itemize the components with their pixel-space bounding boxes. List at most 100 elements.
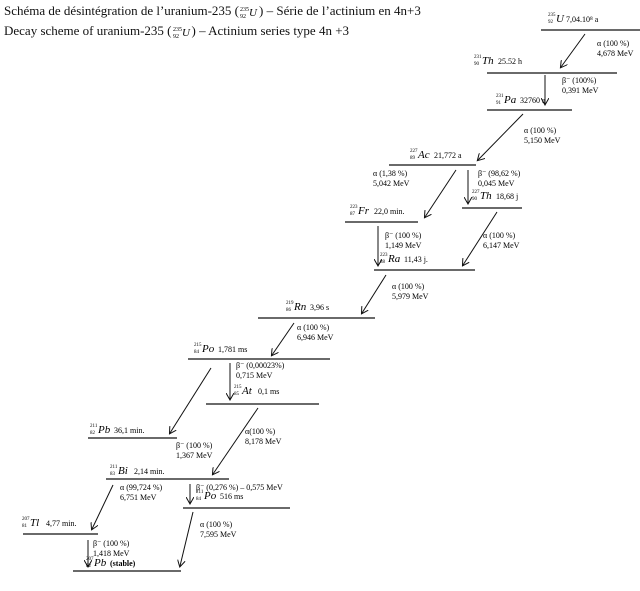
- atomic-number: 85: [234, 392, 240, 397]
- decay-energy: 1,418 MeV: [93, 549, 130, 558]
- svg-text:U: U: [182, 27, 191, 39]
- decay-arrow-d13: [92, 484, 114, 529]
- decay-label-d3: α (100 %)5,150 MeV: [524, 126, 561, 145]
- element-symbol: Pb: [93, 557, 107, 569]
- decay-label-d6: β⁻ (100 %)1,149 MeV: [385, 231, 422, 250]
- decay-label-d1: α (100 %)4,678 MeV: [597, 39, 634, 58]
- decay-label-d2: β⁻ (100%)0,391 MeV: [562, 76, 599, 95]
- title-english-suffix: ) – Actinium series type 4n +3: [191, 23, 350, 38]
- decay-arrow-d9: [272, 322, 295, 355]
- half-life: 21,772 a: [434, 151, 462, 160]
- decay-mode: α (99,724 %): [120, 483, 163, 492]
- decay-arrow-d1: [561, 33, 586, 67]
- atomic-number: 90: [474, 62, 480, 67]
- mass-number: 215: [194, 343, 202, 348]
- half-life: 11,43 j.: [404, 255, 428, 264]
- decay-energy: 0,391 MeV: [562, 86, 599, 95]
- mass-number: 223: [350, 205, 358, 210]
- atomic-number: 89: [410, 156, 416, 161]
- decay-mode: α (100 %): [597, 39, 630, 48]
- mass-number: 223: [380, 253, 388, 258]
- title-french-prefix: Schéma de désintégration de l’uranium-23…: [4, 3, 240, 18]
- decay-energy: 6,751 MeV: [120, 493, 157, 502]
- decay-label-d14: β⁻ (0,276 %) – 0,575 MeV: [196, 483, 283, 492]
- decay-arrow-d15: [180, 511, 194, 566]
- half-life: 36,1 min.: [114, 426, 144, 435]
- decay-mode: β⁻ (0,276 %) – 0,575 MeV: [196, 483, 283, 492]
- svg-text:235: 235: [173, 27, 182, 33]
- atomic-number: 84: [194, 350, 200, 355]
- half-life: 516 ms: [220, 492, 243, 501]
- decay-mode: β⁻ (98,62 %): [478, 169, 521, 178]
- mass-number: 211: [90, 424, 98, 429]
- element-symbol: U: [556, 13, 565, 25]
- atomic-number: 81: [22, 524, 28, 529]
- atomic-number: 88: [380, 260, 386, 265]
- svg-text:92: 92: [240, 14, 246, 19]
- decay-label-d8: α (100 %)5,979 MeV: [392, 282, 429, 301]
- decay-mode: β⁻ (0,00023%): [236, 361, 285, 370]
- mass-number: 227: [472, 190, 480, 195]
- decay-energy: 0,045 MeV: [478, 179, 515, 188]
- half-life: (stable): [110, 559, 136, 568]
- decay-energy: 5,150 MeV: [524, 136, 561, 145]
- decay-label-d16: β⁻ (100 %)1,418 MeV: [93, 539, 130, 558]
- mass-number: 211: [196, 490, 204, 495]
- decay-energy: 5,979 MeV: [392, 292, 429, 301]
- decay-mode: β⁻ (100 %): [93, 539, 130, 548]
- decay-arrow-d12: [213, 407, 259, 474]
- decay-label-d9: α (100 %)6,946 MeV: [297, 323, 334, 342]
- decay-energy: 7,595 MeV: [200, 530, 237, 539]
- half-life: 4,77 min.: [46, 519, 76, 528]
- decay-label-d12: α(100 %)8,178 MeV: [245, 427, 282, 446]
- element-symbol: Ra: [387, 253, 401, 265]
- half-life: 2,14 min.: [134, 467, 164, 476]
- decay-mode: α(100 %): [245, 427, 276, 436]
- atomic-number: 86: [286, 308, 292, 313]
- mass-number: 235: [548, 13, 556, 18]
- element-symbol: Rn: [293, 301, 307, 313]
- atomic-number: 84: [196, 497, 202, 502]
- svg-text:U: U: [249, 7, 258, 19]
- atomic-number: 83: [110, 472, 116, 477]
- mass-number: 215: [234, 385, 242, 390]
- atomic-number: 82: [90, 431, 96, 436]
- element-symbol: Tl: [30, 517, 39, 529]
- decay-label-d4: α (1,38 %)5,042 MeV: [373, 169, 410, 188]
- decay-mode: α (100 %): [392, 282, 425, 291]
- element-symbol: Fr: [357, 205, 370, 217]
- decay-mode: α (100 %): [524, 126, 557, 135]
- atomic-number: 90: [472, 197, 478, 202]
- atomic-number: 91: [496, 101, 502, 106]
- element-symbol: Po: [203, 490, 217, 502]
- mass-number: 231: [496, 94, 504, 99]
- decay-energy: 0,715 MeV: [236, 371, 273, 380]
- decay-label-d5: β⁻ (98,62 %)0,045 MeV: [478, 169, 521, 188]
- element-symbol: Pb: [97, 424, 111, 436]
- decay-label-d10: β⁻ (0,00023%)0,715 MeV: [236, 361, 285, 380]
- element-symbol: At: [241, 385, 253, 397]
- half-life: 0,1 ms: [258, 387, 279, 396]
- half-life: 25.52 h: [498, 57, 522, 66]
- mass-number: 219: [286, 301, 294, 306]
- decay-energy: 6,147 MeV: [483, 241, 520, 250]
- decay-arrow-d7: [463, 211, 498, 265]
- decay-energy: 1,149 MeV: [385, 241, 422, 250]
- element-symbol: Th: [480, 190, 492, 202]
- atomic-number: 87: [350, 212, 356, 217]
- decay-label-d7: α (100 %)6,147 MeV: [483, 231, 520, 250]
- half-life: 1,781 ms: [218, 345, 247, 354]
- decay-mode: α (100 %): [200, 520, 233, 529]
- half-life: 18,68 j: [496, 192, 518, 201]
